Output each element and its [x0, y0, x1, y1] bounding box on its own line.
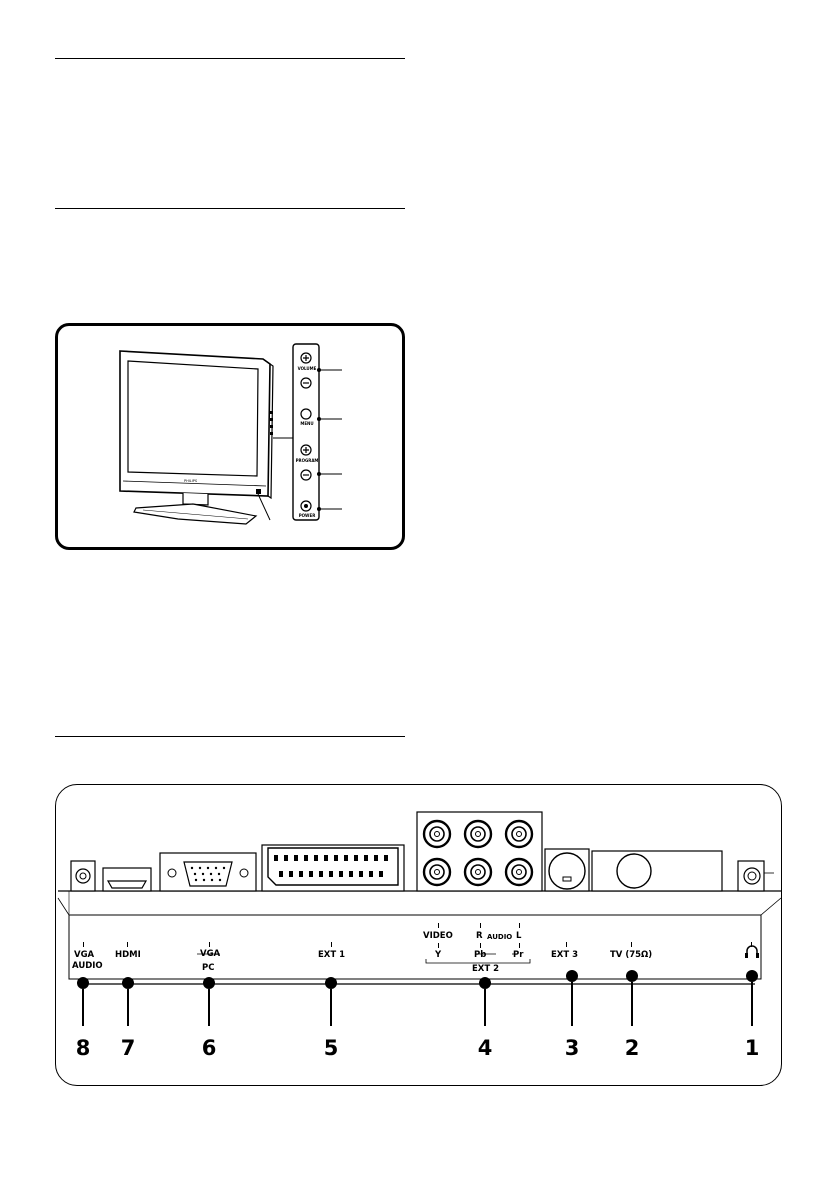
section-rule-3: [55, 736, 405, 737]
connector-8-label2: AUDIO: [72, 961, 103, 971]
headphone-icon: [744, 951, 758, 963]
tick-pb: [480, 943, 481, 948]
connector-7-label: HDMI: [115, 950, 141, 960]
connector-8-label: VGA: [74, 950, 95, 960]
connector-6-label2: PC: [202, 963, 215, 973]
power-label: POWER: [298, 513, 316, 518]
back-panel-figure: [55, 784, 782, 1086]
callout-line-2: [631, 982, 633, 1026]
connector-3-label: EXT 3: [551, 950, 579, 960]
front-panel-figure: VOLUME MENU PROGRAM POWER PHILIPS: [55, 323, 405, 550]
ext2-audio-label: AUDIO: [487, 933, 513, 941]
connector-8-number: 8: [75, 1036, 91, 1060]
tick-tv: [631, 942, 632, 947]
tick-vga-audio: [83, 942, 84, 947]
connector-4-number: 4: [477, 1036, 493, 1060]
ext2-group-label: EXT 2: [472, 964, 500, 974]
program-label: PROGRAM: [295, 458, 319, 463]
connector-7-dot: [122, 977, 134, 989]
connector-8-dot: [77, 977, 89, 989]
callout-line-6: [208, 989, 210, 1026]
connector-2-dot: [626, 970, 638, 982]
callout-line-8: [82, 989, 84, 1026]
ext2-pr-label: Pr: [513, 950, 524, 960]
tick-headphone: [751, 942, 752, 947]
connector-6-dot: [203, 977, 215, 989]
brand-logo-label: PHILIPS: [184, 479, 198, 483]
tick-ext1: [331, 942, 332, 947]
callout-line-4: [484, 989, 486, 1026]
connector-6-label: VGA: [200, 949, 221, 959]
callout-line-1: [751, 982, 753, 1026]
ext2-video-label: VIDEO: [423, 931, 453, 941]
callout-line-3: [571, 982, 573, 1026]
ext2-r-label: R: [476, 931, 483, 941]
ext2-y-label: Y: [435, 950, 442, 960]
connector-3-number: 3: [564, 1036, 580, 1060]
tick-vga: [209, 942, 210, 947]
callout-line-5: [330, 989, 332, 1026]
connector-4-dot: [479, 977, 491, 989]
connector-1-dot: [746, 970, 758, 982]
tick-video: [438, 923, 439, 928]
ext2-pb-label: Pb: [474, 950, 487, 960]
tick-y: [438, 943, 439, 948]
tick-ext3: [566, 942, 567, 947]
tv-back-illustration: [57, 811, 782, 985]
tv-front-illustration: [119, 343, 342, 525]
tick-hdmi: [127, 942, 128, 947]
tick-l: [519, 923, 520, 928]
connector-5-number: 5: [323, 1036, 339, 1060]
menu-label: MENU: [300, 421, 314, 426]
tick-pr: [519, 943, 520, 948]
connector-5-dot: [325, 977, 337, 989]
tick-r: [480, 923, 481, 928]
connector-2-label: TV (75Ω): [610, 950, 653, 960]
ext2-l-label: L: [516, 931, 522, 941]
connector-2-number: 2: [624, 1036, 640, 1060]
connector-1-number: 1: [744, 1036, 760, 1060]
connector-5-label: EXT 1: [318, 950, 346, 960]
connector-3-dot: [566, 970, 578, 982]
section-rule-2: [55, 208, 405, 209]
callout-line-7: [127, 989, 129, 1026]
volume-label: VOLUME: [297, 366, 317, 371]
section-rule-1: [55, 58, 405, 59]
connector-6-number: 6: [201, 1036, 217, 1060]
connector-7-number: 7: [120, 1036, 136, 1060]
